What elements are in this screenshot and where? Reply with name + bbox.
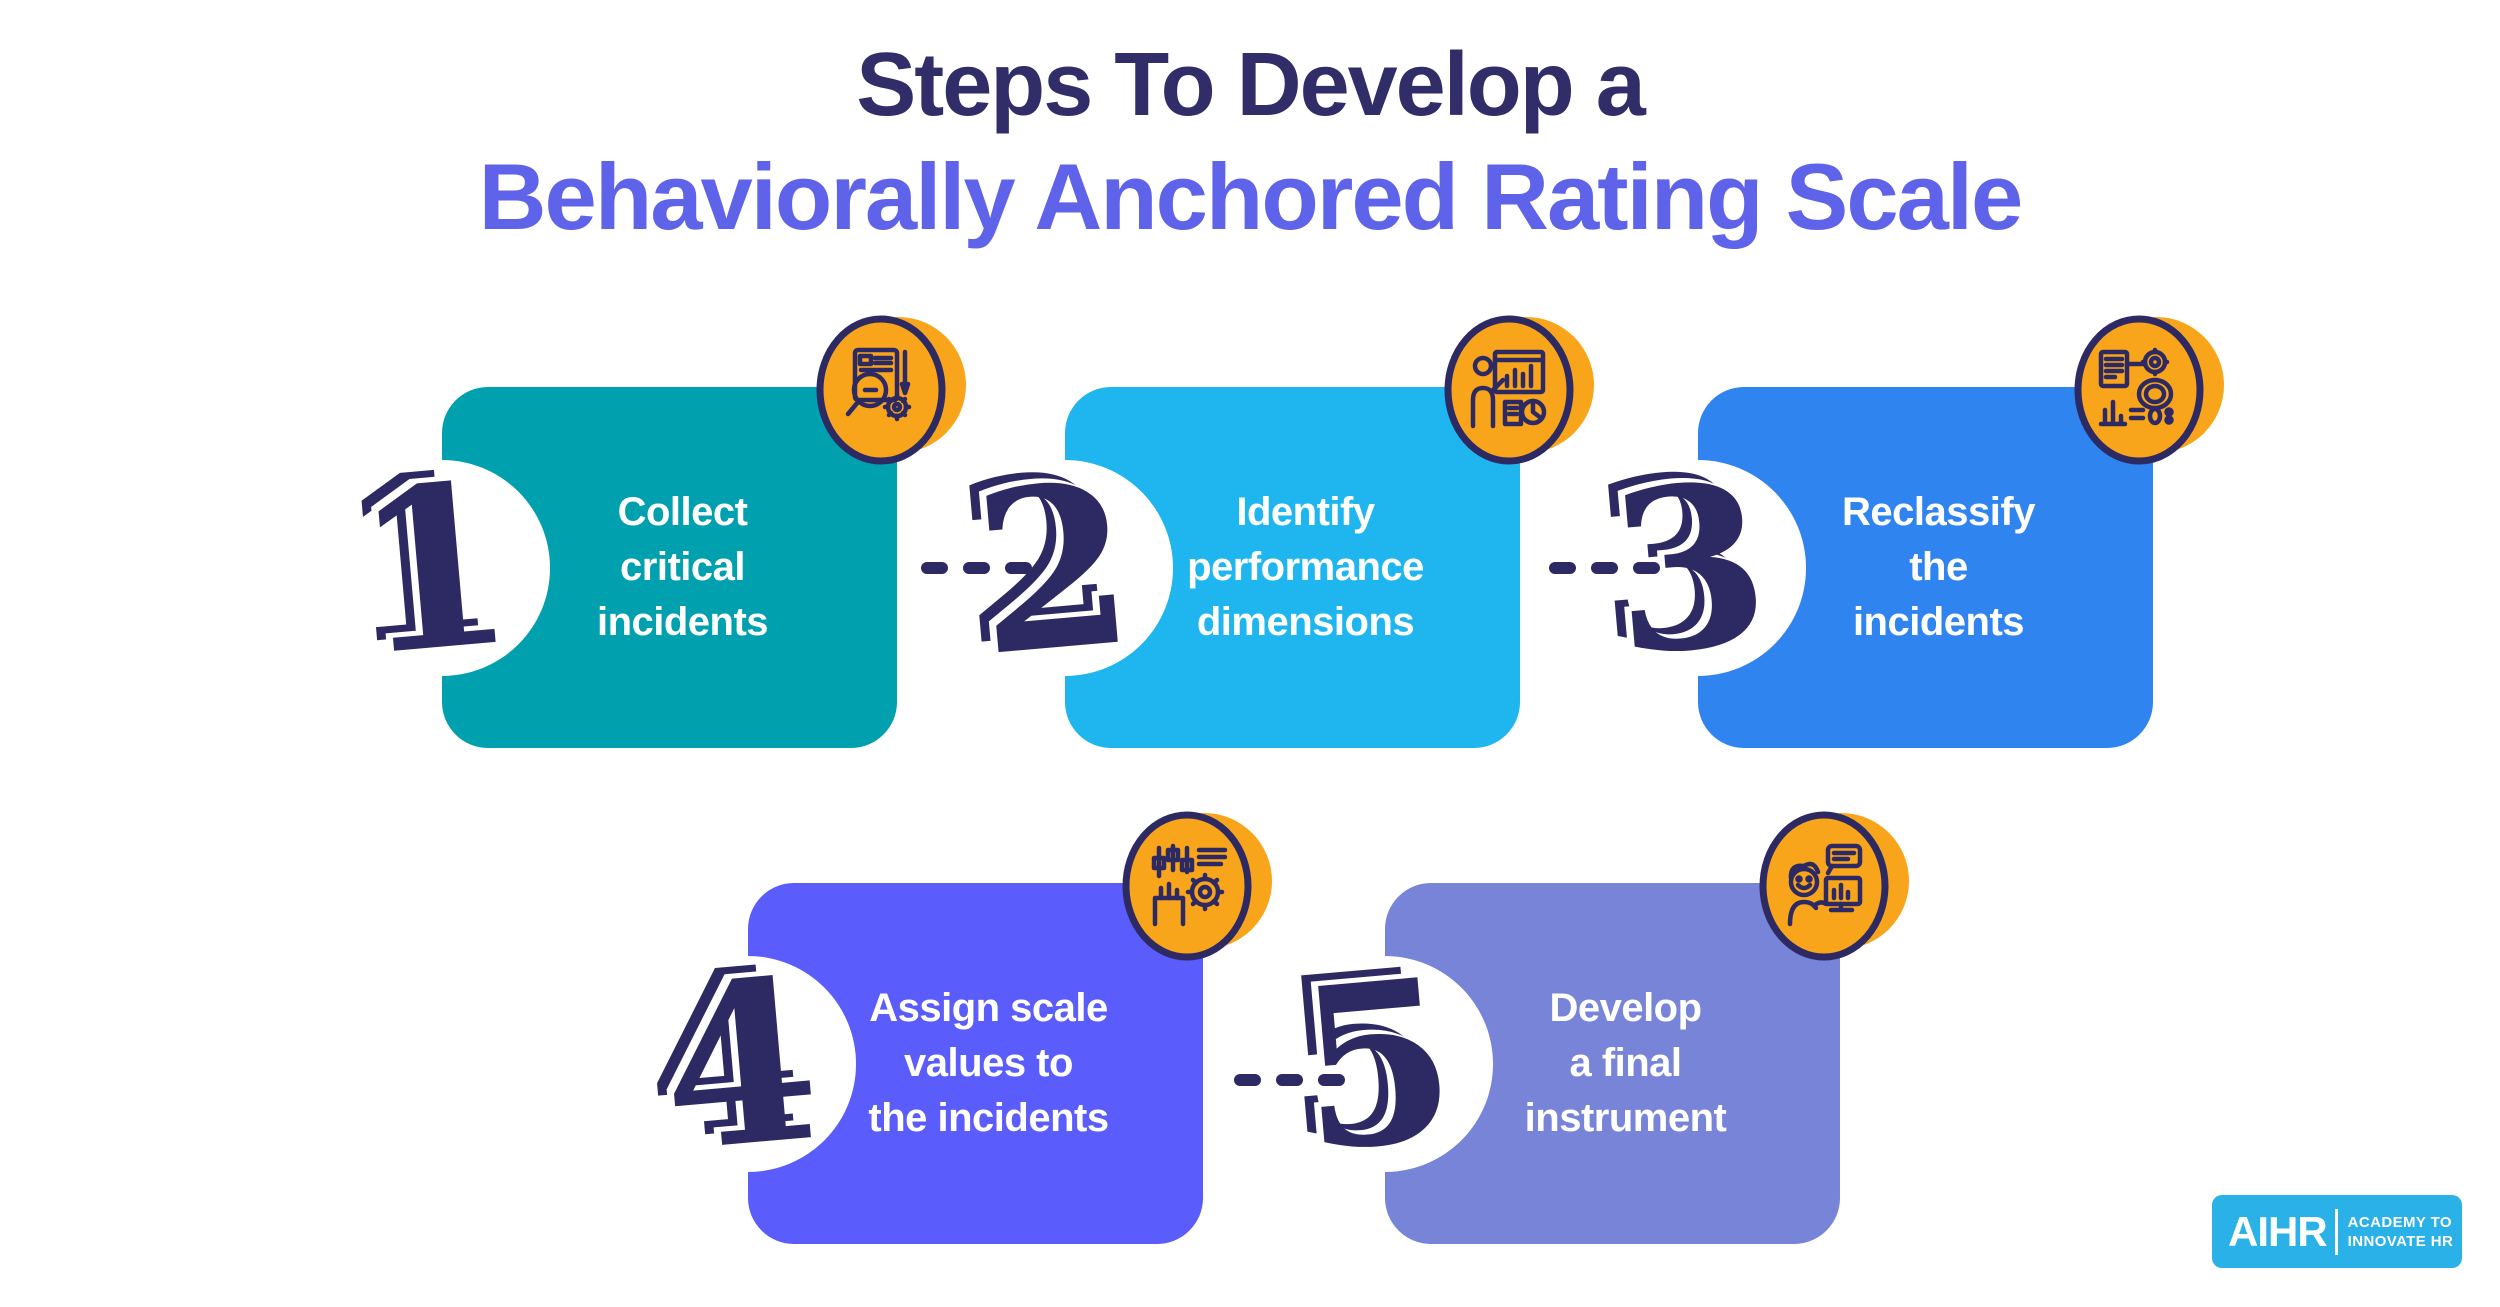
aihr-logo: AIHR ACADEMY TO INNOVATE HR (2212, 1195, 2462, 1268)
dash (1276, 1074, 1303, 1086)
step-5-label: Develop a final instrument (1524, 986, 1727, 1140)
badge-ring (1122, 811, 1252, 961)
sliders-gear-icon (1122, 811, 1272, 961)
dash (963, 562, 990, 574)
number-notch-1 (334, 460, 550, 676)
step-number-5: 5 (1288, 929, 1466, 1203)
step-number-4: 4 (651, 929, 829, 1203)
number-notch-2 (957, 460, 1173, 676)
aihr-logo-tagline: ACADEMY TO INNOVATE HR (2347, 1213, 2454, 1250)
step-card-3: Reclassify the incidents (1698, 387, 2153, 748)
dash (921, 562, 948, 574)
step-1-label: Collect critical incidents (596, 490, 769, 644)
step-3-label: Reclassify the incidents (1842, 490, 2035, 644)
dash (1005, 562, 1032, 574)
number-notch-4 (640, 956, 856, 1172)
dashed-connector-2-3 (1549, 562, 1660, 574)
badge-ring (816, 315, 946, 465)
dash (1549, 562, 1576, 574)
dash (1591, 562, 1618, 574)
person-feedback-monitor-icon (1759, 811, 1909, 961)
number-notch-5 (1277, 956, 1493, 1172)
page-title-line2: Behaviorally Anchored Rating Scale (478, 144, 2024, 249)
dash (1318, 1074, 1345, 1086)
page-title-line1: Steps To Develop a (856, 35, 1646, 135)
aihr-logo-brand: AIHR (2228, 1207, 2328, 1255)
aihr-logo-divider (2334, 1208, 2338, 1255)
number-notch-3 (1590, 460, 1806, 676)
classify-documents-icon (2074, 315, 2224, 465)
step-2-label: Identify performance dimensions (1187, 490, 1424, 644)
presenter-chart-icon (1444, 315, 1594, 465)
dashed-connector-4-5 (1234, 1074, 1345, 1086)
document-magnifier-icon (816, 315, 966, 465)
step-number-1: 1 (345, 433, 523, 707)
dashed-connector-1-2 (921, 562, 1032, 574)
dash (1633, 562, 1660, 574)
dash (1234, 1074, 1261, 1086)
step-4-label: Assign scale values to the incidents (868, 986, 1109, 1140)
